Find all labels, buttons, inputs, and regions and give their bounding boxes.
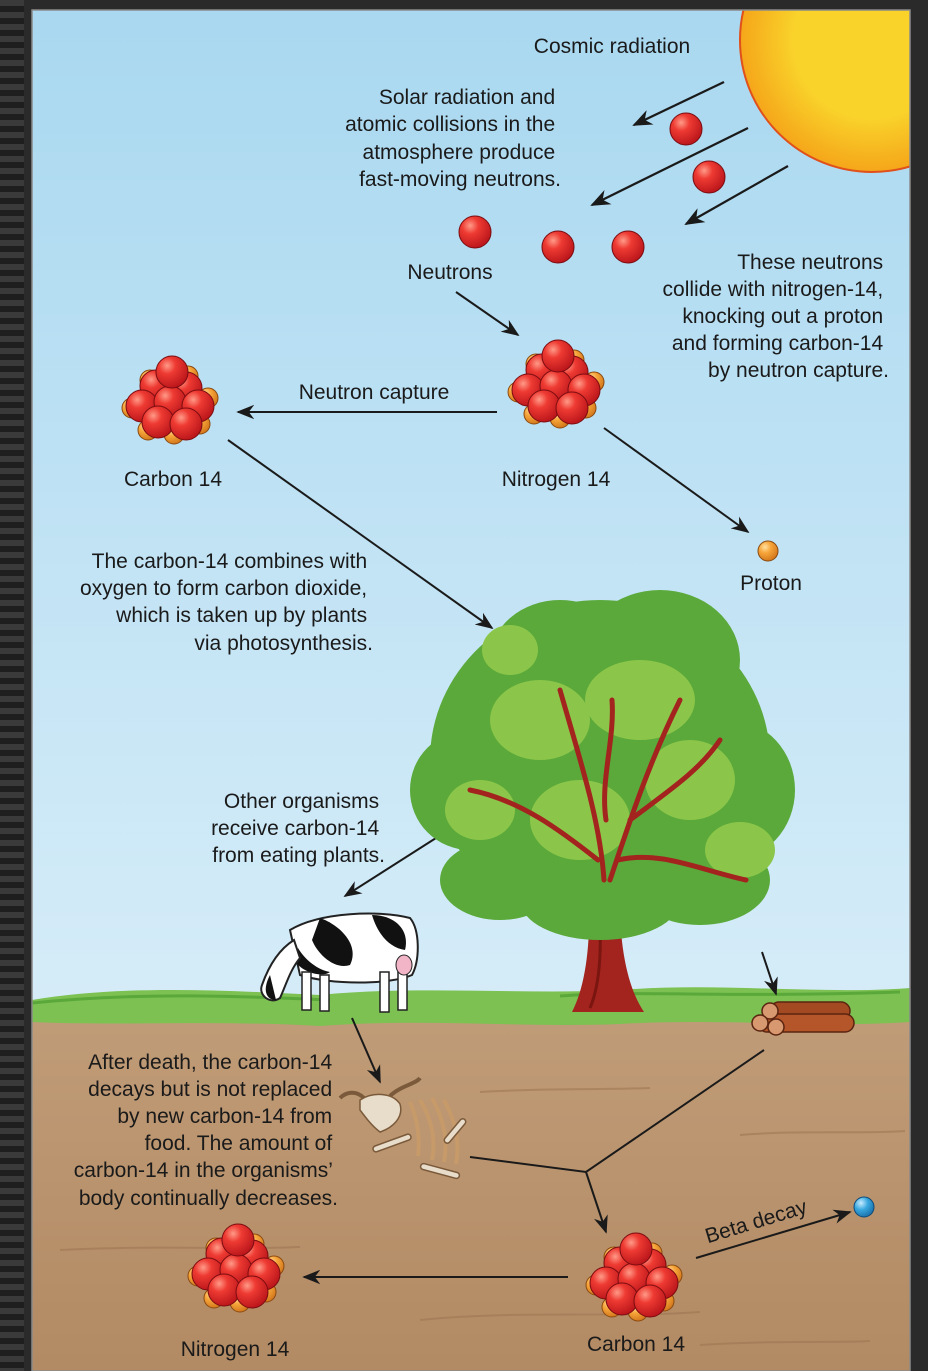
neutron-particle <box>693 161 725 193</box>
neutron-particle <box>542 231 574 263</box>
neutron-sphere <box>142 406 174 438</box>
neutron-sphere <box>208 1274 240 1306</box>
neutrons-label: Neutrons <box>407 261 492 284</box>
beta-electron-particle <box>854 1197 874 1217</box>
nitrogen-14-label-bottom: Nitrogen 14 <box>181 1338 290 1361</box>
neutron-particle <box>612 231 644 263</box>
proton-particle <box>758 541 778 561</box>
neutron-sphere <box>156 356 188 388</box>
neutron-sphere <box>222 1224 254 1256</box>
carbon-14-label-bottom: Carbon 14 <box>587 1333 685 1356</box>
neutron-sphere <box>236 1276 268 1308</box>
neutron-sphere <box>528 390 560 422</box>
proton-label: Proton <box>740 572 802 595</box>
neutron-capture-label: Neutron capture <box>299 381 450 404</box>
nitrogen-14-label-top: Nitrogen 14 <box>502 468 611 491</box>
cosmic-radiation-label: Cosmic radiation <box>534 35 690 58</box>
log-pile-icon <box>752 1002 854 1035</box>
neutron-particle <box>459 216 491 248</box>
neutron-sphere <box>634 1285 666 1317</box>
neutron-sphere <box>170 408 202 440</box>
neutron-particle <box>670 113 702 145</box>
carbon-14-label-top: Carbon 14 <box>124 468 222 491</box>
other-organisms-caption: Other organisms receive carbon-14 from e… <box>211 790 385 867</box>
neutron-sphere <box>620 1233 652 1265</box>
neutron-sphere <box>606 1283 638 1315</box>
neutron-sphere <box>542 340 574 372</box>
neutron-sphere <box>556 392 588 424</box>
